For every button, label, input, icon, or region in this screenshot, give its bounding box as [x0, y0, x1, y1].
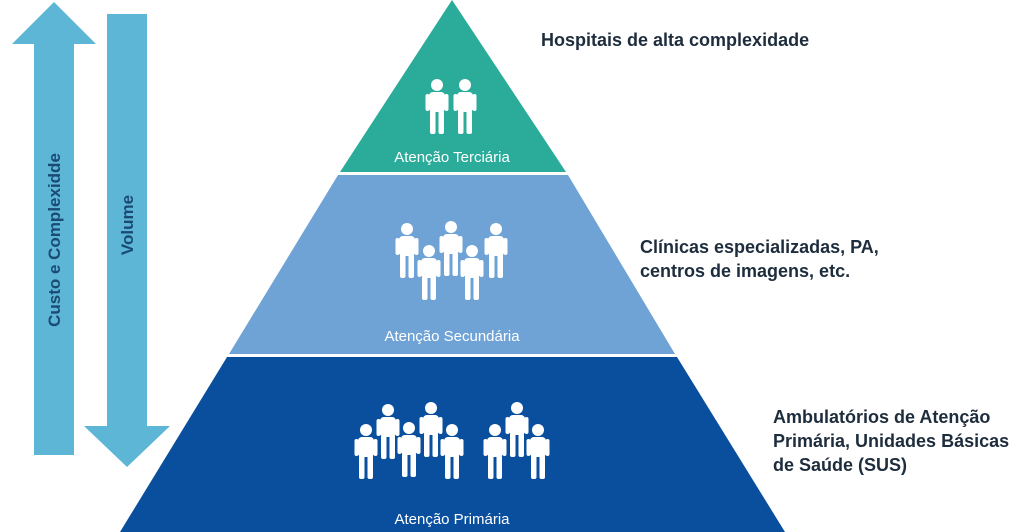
tier-label-primary: Atenção Primária — [394, 511, 510, 528]
tier-tertiary — [340, 0, 566, 172]
tier-secondary — [229, 175, 675, 354]
down-arrow — [84, 14, 170, 467]
tier-label-secondary: Atenção Secundária — [384, 328, 520, 345]
tier-label-tertiary: Atenção Terciária — [394, 149, 510, 166]
up-arrow-label: Custo e Complexidde — [45, 153, 64, 327]
down-arrow-label: Volume — [118, 195, 137, 255]
tertiary-description: Hospitais de alta complexidade — [541, 30, 810, 50]
up-arrow — [12, 2, 96, 455]
primary-description: Ambulatórios de Atenção Primária, Unidad… — [773, 407, 1010, 475]
secondary-description: Clínicas especializadas, PA, centros de … — [640, 237, 879, 281]
